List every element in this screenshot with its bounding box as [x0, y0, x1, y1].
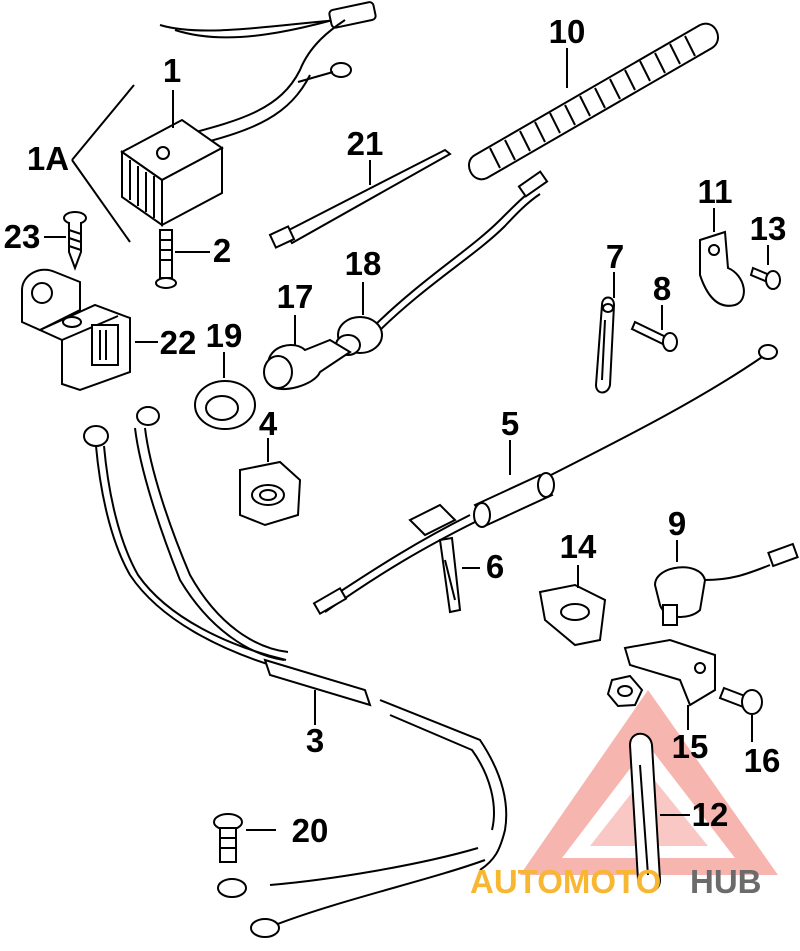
part-11-clamp: [699, 208, 745, 307]
label-1a-leaders: [71, 84, 174, 243]
callout-7: 7: [606, 238, 624, 275]
part-10-spiral-wrap: [468, 22, 719, 181]
part-22-bracket: [21, 268, 158, 392]
callout-8: 8: [653, 270, 671, 307]
callout-6: 6: [486, 548, 504, 585]
callout-labels: 1 1A 2 3 4 5 6 7 8 9 10 11 12 13 14 15 1…: [4, 13, 787, 849]
callout-14: 14: [560, 528, 597, 565]
callout-20: 20: [292, 812, 329, 849]
callout-23: 23: [4, 218, 41, 255]
part-6-clip: [438, 536, 480, 614]
callout-16: 16: [744, 742, 781, 779]
part-4-grommet-plate: [239, 438, 302, 527]
watermark-text: AUTOMOTO HUB: [470, 863, 762, 900]
part-16-bolt: [718, 686, 763, 742]
part-19-grommet: [194, 352, 256, 430]
callout-13: 13: [750, 210, 787, 247]
callout-21: 21: [347, 125, 384, 162]
callout-9: 9: [668, 505, 686, 542]
part-14-plate: [538, 565, 607, 647]
part-7-clip: [594, 272, 616, 394]
callout-17: 17: [277, 278, 314, 315]
part-23-screw: [44, 211, 87, 271]
watermark-word-a: AUTOMOTO: [470, 863, 661, 900]
part-8-screw: [630, 305, 678, 352]
part-18-17-socket: [263, 170, 549, 390]
part-9-switch: [653, 540, 799, 626]
part-21-cable-tie: [268, 148, 452, 249]
callout-2: 2: [213, 232, 231, 269]
callout-22: 22: [160, 324, 197, 361]
part-15-bracket: [623, 638, 716, 730]
part-5-cable: [312, 344, 778, 616]
part-2-bolt: [155, 229, 210, 289]
part-12-strap: [628, 732, 690, 893]
part-1-regulator: [120, 1, 377, 227]
part-13-screw: [749, 245, 781, 290]
callout-12: 12: [692, 796, 729, 833]
callout-1a: 1A: [27, 140, 69, 177]
part-20-bolt: [213, 813, 276, 863]
callout-15: 15: [672, 728, 709, 765]
callout-4: 4: [259, 405, 278, 442]
callout-10: 10: [549, 13, 586, 50]
callout-5: 5: [501, 405, 519, 442]
nut: [606, 674, 644, 708]
callout-11: 11: [698, 173, 733, 210]
part-3-battery-cable: [83, 406, 508, 938]
callout-1: 1: [163, 52, 181, 89]
callout-19: 19: [206, 317, 243, 354]
callout-3: 3: [306, 722, 324, 759]
callout-18: 18: [345, 245, 382, 282]
watermark-word-b: HUB: [690, 863, 762, 900]
